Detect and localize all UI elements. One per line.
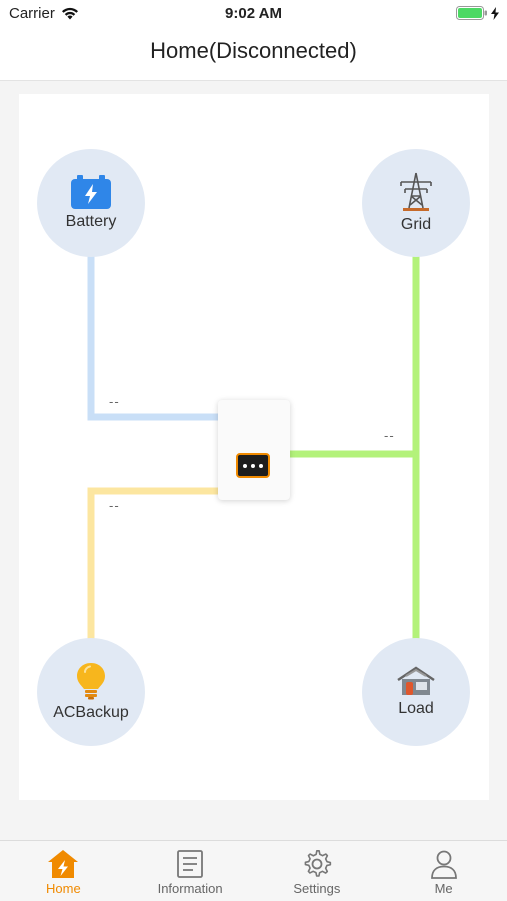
load-label: Load <box>398 700 434 717</box>
acbackup-node[interactable]: ACBackup <box>37 638 145 746</box>
document-icon <box>177 850 204 878</box>
tab-information-label: Information <box>157 881 223 896</box>
grid-flow-value: -- <box>384 428 395 443</box>
battery-flow-value: -- <box>109 394 120 409</box>
carrier-name: Carrier <box>9 5 55 22</box>
load-node[interactable]: Load <box>362 638 470 746</box>
tab-settings-label: Settings <box>293 881 341 896</box>
display-dot <box>243 463 247 468</box>
battery-status <box>456 6 499 20</box>
tab-information[interactable]: Information <box>127 841 254 901</box>
gear-icon <box>304 849 332 877</box>
inverter-display <box>236 453 270 478</box>
acbackup-label: ACBackup <box>53 704 129 721</box>
grid-label: Grid <box>400 216 432 233</box>
status-bar: Carrier 9:02 AM <box>0 0 507 28</box>
display-dot <box>251 463 255 468</box>
energy-flow-card: Battery Grid ACBackup <box>19 94 489 800</box>
page-title: Home(Disconnected) <box>150 38 357 63</box>
wifi-icon <box>61 7 78 20</box>
tab-bar: Home Information Settings Me <box>0 840 507 901</box>
tab-me[interactable]: Me <box>380 841 507 901</box>
inverter-device[interactable] <box>218 400 290 500</box>
person-icon <box>430 850 457 879</box>
grid-node[interactable]: Grid <box>362 149 470 257</box>
display-dot <box>259 463 263 468</box>
home-bolt-icon <box>48 850 79 878</box>
power-tower-icon <box>400 172 432 211</box>
tab-home[interactable]: Home <box>0 841 127 901</box>
navigation-bar: Home(Disconnected) <box>0 28 507 81</box>
tab-settings[interactable]: Settings <box>254 841 381 901</box>
battery-node[interactable]: Battery <box>37 149 145 257</box>
flow-lines <box>87 254 420 639</box>
acbackup-flow-line <box>87 487 219 639</box>
clock: 9:02 AM <box>225 5 282 22</box>
carrier-info: Carrier <box>9 5 79 22</box>
battery-label: Battery <box>65 213 117 230</box>
lightbulb-icon <box>77 663 105 700</box>
charging-bolt-icon <box>491 6 499 20</box>
battery-flow-line <box>87 254 219 421</box>
tab-me-label: Me <box>434 881 453 896</box>
tab-home-label: Home <box>46 881 81 896</box>
house-icon <box>397 666 435 695</box>
acbackup-flow-value: -- <box>109 498 120 513</box>
battery-level-icon <box>456 6 487 20</box>
battery-icon <box>71 175 111 209</box>
